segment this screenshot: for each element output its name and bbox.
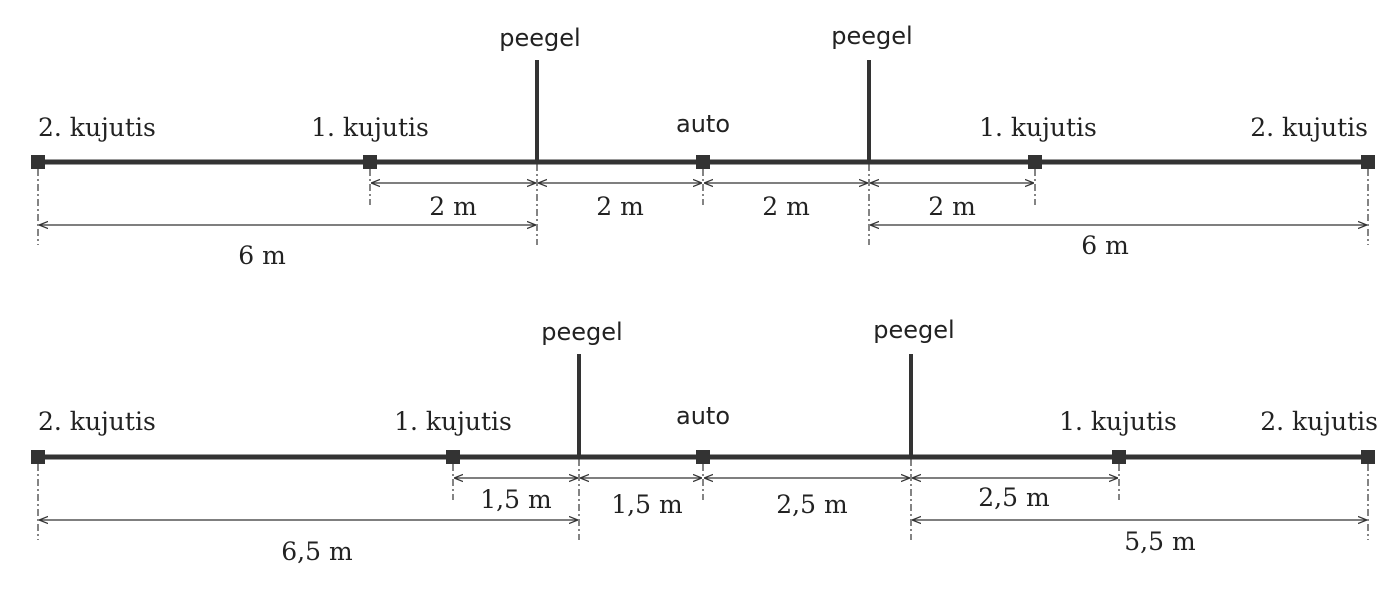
left-image-1-label: 1. kujutis [394, 407, 512, 436]
distance-label: 2,5 m [978, 483, 1050, 512]
left-image-1-marker [446, 450, 460, 464]
left-image-2-label: 2. kujutis [38, 407, 156, 436]
distance-label: 2 m [762, 192, 810, 221]
right-image-1-label: 1. kujutis [1059, 407, 1177, 436]
distance-label: 2 m [596, 192, 644, 221]
distance-label: 2 m [429, 192, 477, 221]
car-label: auto [676, 402, 730, 430]
right-image-1-label: 1. kujutis [979, 113, 1097, 142]
right-image-2-label: 2. kujutis [1260, 407, 1378, 436]
mirror-left-label: peegel [499, 24, 580, 52]
right-image-1-marker [1112, 450, 1126, 464]
distance-label: 2,5 m [776, 490, 848, 519]
right-image-2-marker [1361, 155, 1375, 169]
distance-label: 1,5 m [611, 490, 683, 519]
left-image-2-label: 2. kujutis [38, 113, 156, 142]
right-image-2-marker [1361, 450, 1375, 464]
distance-label: 6 m [238, 241, 286, 270]
distance-label: 5,5 m [1124, 527, 1196, 556]
left-image-2-marker [31, 450, 45, 464]
car-marker [696, 450, 710, 464]
distance-label: 6 m [1081, 231, 1129, 260]
mirror-right-label: peegel [873, 316, 954, 344]
scenario-1: peegel peegel auto 2. kujutis 1. kujutis… [31, 22, 1375, 270]
right-image-1-marker [1028, 155, 1042, 169]
mirror-left-label: peegel [541, 318, 622, 346]
distance-label: 2 m [928, 192, 976, 221]
car-marker [696, 155, 710, 169]
left-image-2-marker [31, 155, 45, 169]
car-label: auto [676, 110, 730, 138]
mirror-right-label: peegel [831, 22, 912, 50]
distance-label: 6,5 m [281, 537, 353, 566]
left-image-1-marker [363, 155, 377, 169]
scenario-2: peegel peegel auto 2. kujutis 1. kujutis… [31, 316, 1378, 566]
distance-label: 1,5 m [480, 485, 552, 514]
left-image-1-label: 1. kujutis [311, 113, 429, 142]
right-image-2-label: 2. kujutis [1250, 113, 1368, 142]
